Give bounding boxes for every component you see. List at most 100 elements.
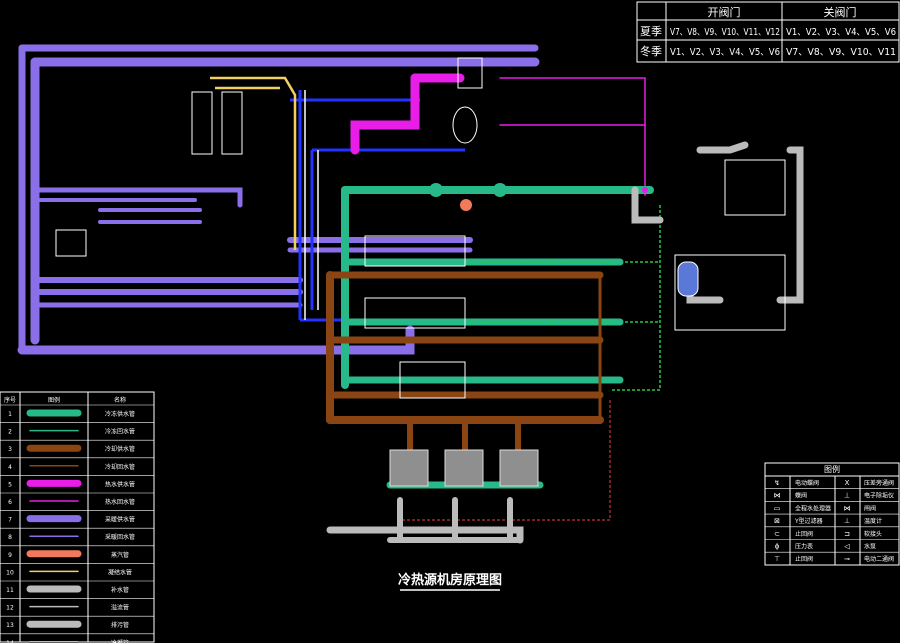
right-legend-name: Y型过滤器 (794, 517, 823, 525)
expansion-vessel (452, 106, 478, 144)
valve-table-winter-close: V7、V8、V9、V10、V11 (786, 47, 896, 58)
makeup-pipes (326, 141, 804, 544)
left-legend-row-no: 10 (6, 569, 14, 576)
steam-exchanger-1 (191, 91, 213, 155)
cooling-tower-1 (389, 449, 429, 487)
right-legend-icon: ⋈ (774, 492, 781, 500)
left-legend-row-name: 凝结水管 (108, 568, 132, 576)
left-legend-row-no: 4 (8, 464, 12, 471)
heat-exchangers (55, 57, 483, 257)
right-legend-icon: ⊠ (774, 517, 780, 525)
left-legend-row-no: 14 (6, 640, 14, 643)
right-legend-name: 止回阀 (795, 555, 813, 563)
right-legend-icon-2: ⊥ (844, 492, 850, 500)
valve-node-2 (617, 319, 623, 325)
drain-bottom (326, 526, 524, 544)
chilled-pump-2 (493, 183, 507, 197)
right-legend-icon: ▭ (774, 504, 781, 512)
left-legend-header-icon: 图例 (48, 396, 60, 404)
left-legend-row-name: 溢流管 (111, 604, 129, 612)
chiller-2 (364, 297, 466, 329)
right-legend-name-2: 压差旁通阀 (864, 479, 894, 487)
left-legend-row-name: 冷冻供水管 (105, 410, 135, 418)
left-legend-row-no: 1 (8, 411, 12, 418)
left-legend-row-name: 冷却供水管 (105, 445, 135, 453)
valve-table-grid (636, 1, 900, 63)
left-legend-row-name: 热水供水管 (105, 480, 135, 488)
red-dashed-line (400, 400, 611, 521)
left-legend-row-name: 补水管 (111, 586, 129, 594)
green-dashed (470, 205, 661, 391)
right-legend-icon-2: ⊐ (844, 530, 850, 538)
cooling-pipes (326, 271, 604, 453)
heating-pipes (17, 44, 540, 355)
hot-water-line-1 (499, 77, 646, 196)
right-legend-name: 蝶阀 (795, 492, 807, 500)
left-legend-row-no: 11 (6, 587, 14, 594)
hot-water-supply-2 (350, 73, 420, 155)
valve-table-summer-close: V1、V2、V3、V4、V5、V6 (786, 27, 896, 38)
hot-water-exchanger (457, 57, 483, 89)
left-legend-row-name: 热水回水管 (105, 498, 135, 506)
left-legend-row-name: 冷凝管 (111, 639, 129, 643)
cooling-towers (389, 449, 539, 487)
left-legend-row-no: 5 (8, 481, 12, 488)
makeup-1 (631, 186, 664, 224)
makeup-tank (724, 159, 786, 216)
left-legend-row-name: 冷却回水管 (105, 463, 135, 471)
valve-nodes (617, 187, 648, 383)
heating-branch-4 (32, 187, 243, 208)
cooling-tower-3 (499, 449, 539, 487)
right-legend-name-2: 电动二通阀 (864, 555, 894, 563)
right-legend-name: 压力表 (795, 543, 813, 551)
chiller-1 (364, 235, 466, 267)
chillers (364, 235, 466, 399)
valve-table-summer-open: V7、V8、V9、V10、V11、V12 (670, 27, 780, 38)
valve-node-1 (617, 259, 623, 265)
left-legend-row-no: 7 (8, 517, 12, 524)
right-legend-icon: ↯ (774, 479, 780, 487)
left-legend-row-no: 3 (8, 446, 12, 453)
right-legend-name-2: 水泵 (864, 543, 876, 551)
valve-table-header-open: 开阀门 (708, 5, 741, 19)
valve-node-4 (642, 187, 648, 193)
makeup-tank-top (696, 141, 749, 154)
steam-pump (460, 199, 472, 211)
left-legend-row-no: 12 (6, 605, 14, 612)
right-legend-name: 止回阀 (795, 530, 813, 538)
green-return-right (610, 205, 661, 391)
left-legend-row-no: 9 (8, 552, 12, 559)
water-tank (674, 159, 786, 331)
right-legend-icon-2: ◁ (844, 543, 850, 551)
left-legend-header-no: 序号 (4, 396, 16, 404)
right-legend-name-2: 温度计 (864, 517, 882, 525)
steam-exchanger-2 (221, 91, 243, 155)
cooling-tower-2 (444, 449, 484, 487)
right-legend-icon-2: ⊸ (844, 555, 850, 563)
right-legend-name: 电动蝶阀 (795, 479, 819, 487)
left-legend-row-name: 冷冻回水管 (105, 428, 135, 436)
right-legend-name: 全程水处理器 (795, 504, 831, 512)
pumps (429, 183, 507, 211)
left-legend-row-no: 8 (8, 534, 12, 541)
chiller-3 (399, 361, 466, 399)
condensate-pipes (210, 76, 297, 250)
left-legend-row-name: 蒸汽管 (111, 551, 129, 559)
valve-table-frame (636, 1, 900, 63)
right-legend-icon: ⊂ (774, 530, 780, 538)
left-legend-row-name: 采暖回水管 (105, 533, 135, 541)
left-legend-row-name: 排污管 (111, 621, 129, 629)
left-legend-row-name: 采暖供水管 (105, 516, 135, 524)
makeup-tank-right (776, 146, 804, 304)
condensate-1 (210, 76, 297, 250)
right-legend-name-2: 电子除垢仪 (864, 492, 894, 500)
left-legend-row-no: 6 (8, 499, 12, 506)
valve-node-3 (617, 377, 623, 383)
right-legend-name-2: 软接头 (864, 530, 882, 538)
right-legend-icon-2: ⋈ (844, 504, 851, 512)
valve-table-header-close: 关阀门 (824, 5, 857, 19)
